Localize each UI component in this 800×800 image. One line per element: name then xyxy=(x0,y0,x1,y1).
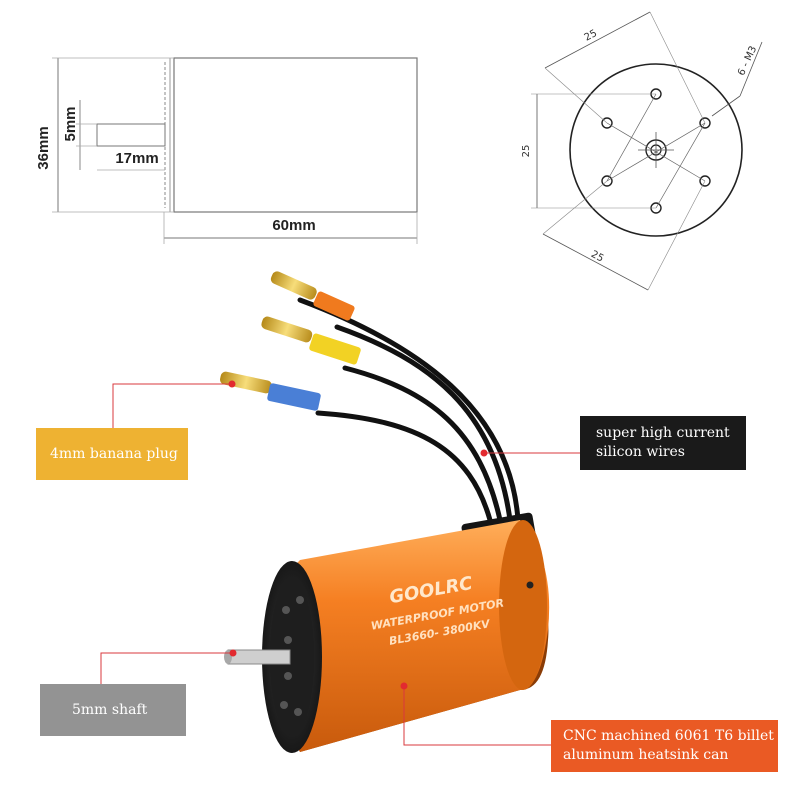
callout-silicon-wires-line2: silicon wires xyxy=(596,444,685,460)
motor-body-outline xyxy=(173,57,418,213)
motor-face-outline xyxy=(569,63,743,237)
callout-silicon-wires: super high current silicon wires xyxy=(580,416,746,470)
yellow-tube xyxy=(309,333,361,365)
side-view-drawing: 36mm 5mm 17mm 60mm xyxy=(35,57,418,244)
length-label: 60mm xyxy=(272,217,315,234)
blue-tube xyxy=(267,383,321,411)
callout-can-line1: CNC machined 6061 T6 billet xyxy=(563,728,774,744)
callout-shaft-text: 5mm shaft xyxy=(72,701,148,718)
silicon-wires xyxy=(297,297,521,523)
callout-silicon-wires-line1: super high current xyxy=(596,425,730,441)
motor-illustration: GOOLRC WATERPROOF MOTOR BL3660- 3800KV xyxy=(100,271,580,753)
shaft-diameter-label: 5mm xyxy=(62,106,79,141)
callout-leaders xyxy=(100,383,580,746)
holes-label: 6 - M3 xyxy=(736,44,759,77)
top-dimension: 25 xyxy=(583,28,599,44)
heatsink-can xyxy=(267,520,550,752)
callout-can-line2: aluminum heatsink can xyxy=(563,747,729,763)
callout-banana-plug: 4mm banana plug xyxy=(36,428,188,480)
callout-banana-plug-text: 4mm banana plug xyxy=(50,445,178,462)
banana-plug-top xyxy=(270,271,355,321)
banana-plug-middle xyxy=(261,316,361,365)
orange-tube xyxy=(313,291,355,321)
bottom-dimension: 25 xyxy=(589,249,605,265)
front-view-drawing: 25 25 25 6 - M3 xyxy=(521,11,763,291)
shaft-outline xyxy=(96,123,166,147)
left-dimension: 25 xyxy=(521,145,532,158)
mounting-holes xyxy=(601,88,711,214)
callout-shaft: 5mm shaft xyxy=(40,684,186,736)
motor-shaft xyxy=(227,649,291,665)
banana-plug-bottom xyxy=(220,371,321,411)
diameter-label: 36mm xyxy=(35,126,52,169)
shaft-length-label: 17mm xyxy=(115,150,158,167)
callout-heatsink-can: CNC machined 6061 T6 billet aluminum hea… xyxy=(551,720,778,772)
